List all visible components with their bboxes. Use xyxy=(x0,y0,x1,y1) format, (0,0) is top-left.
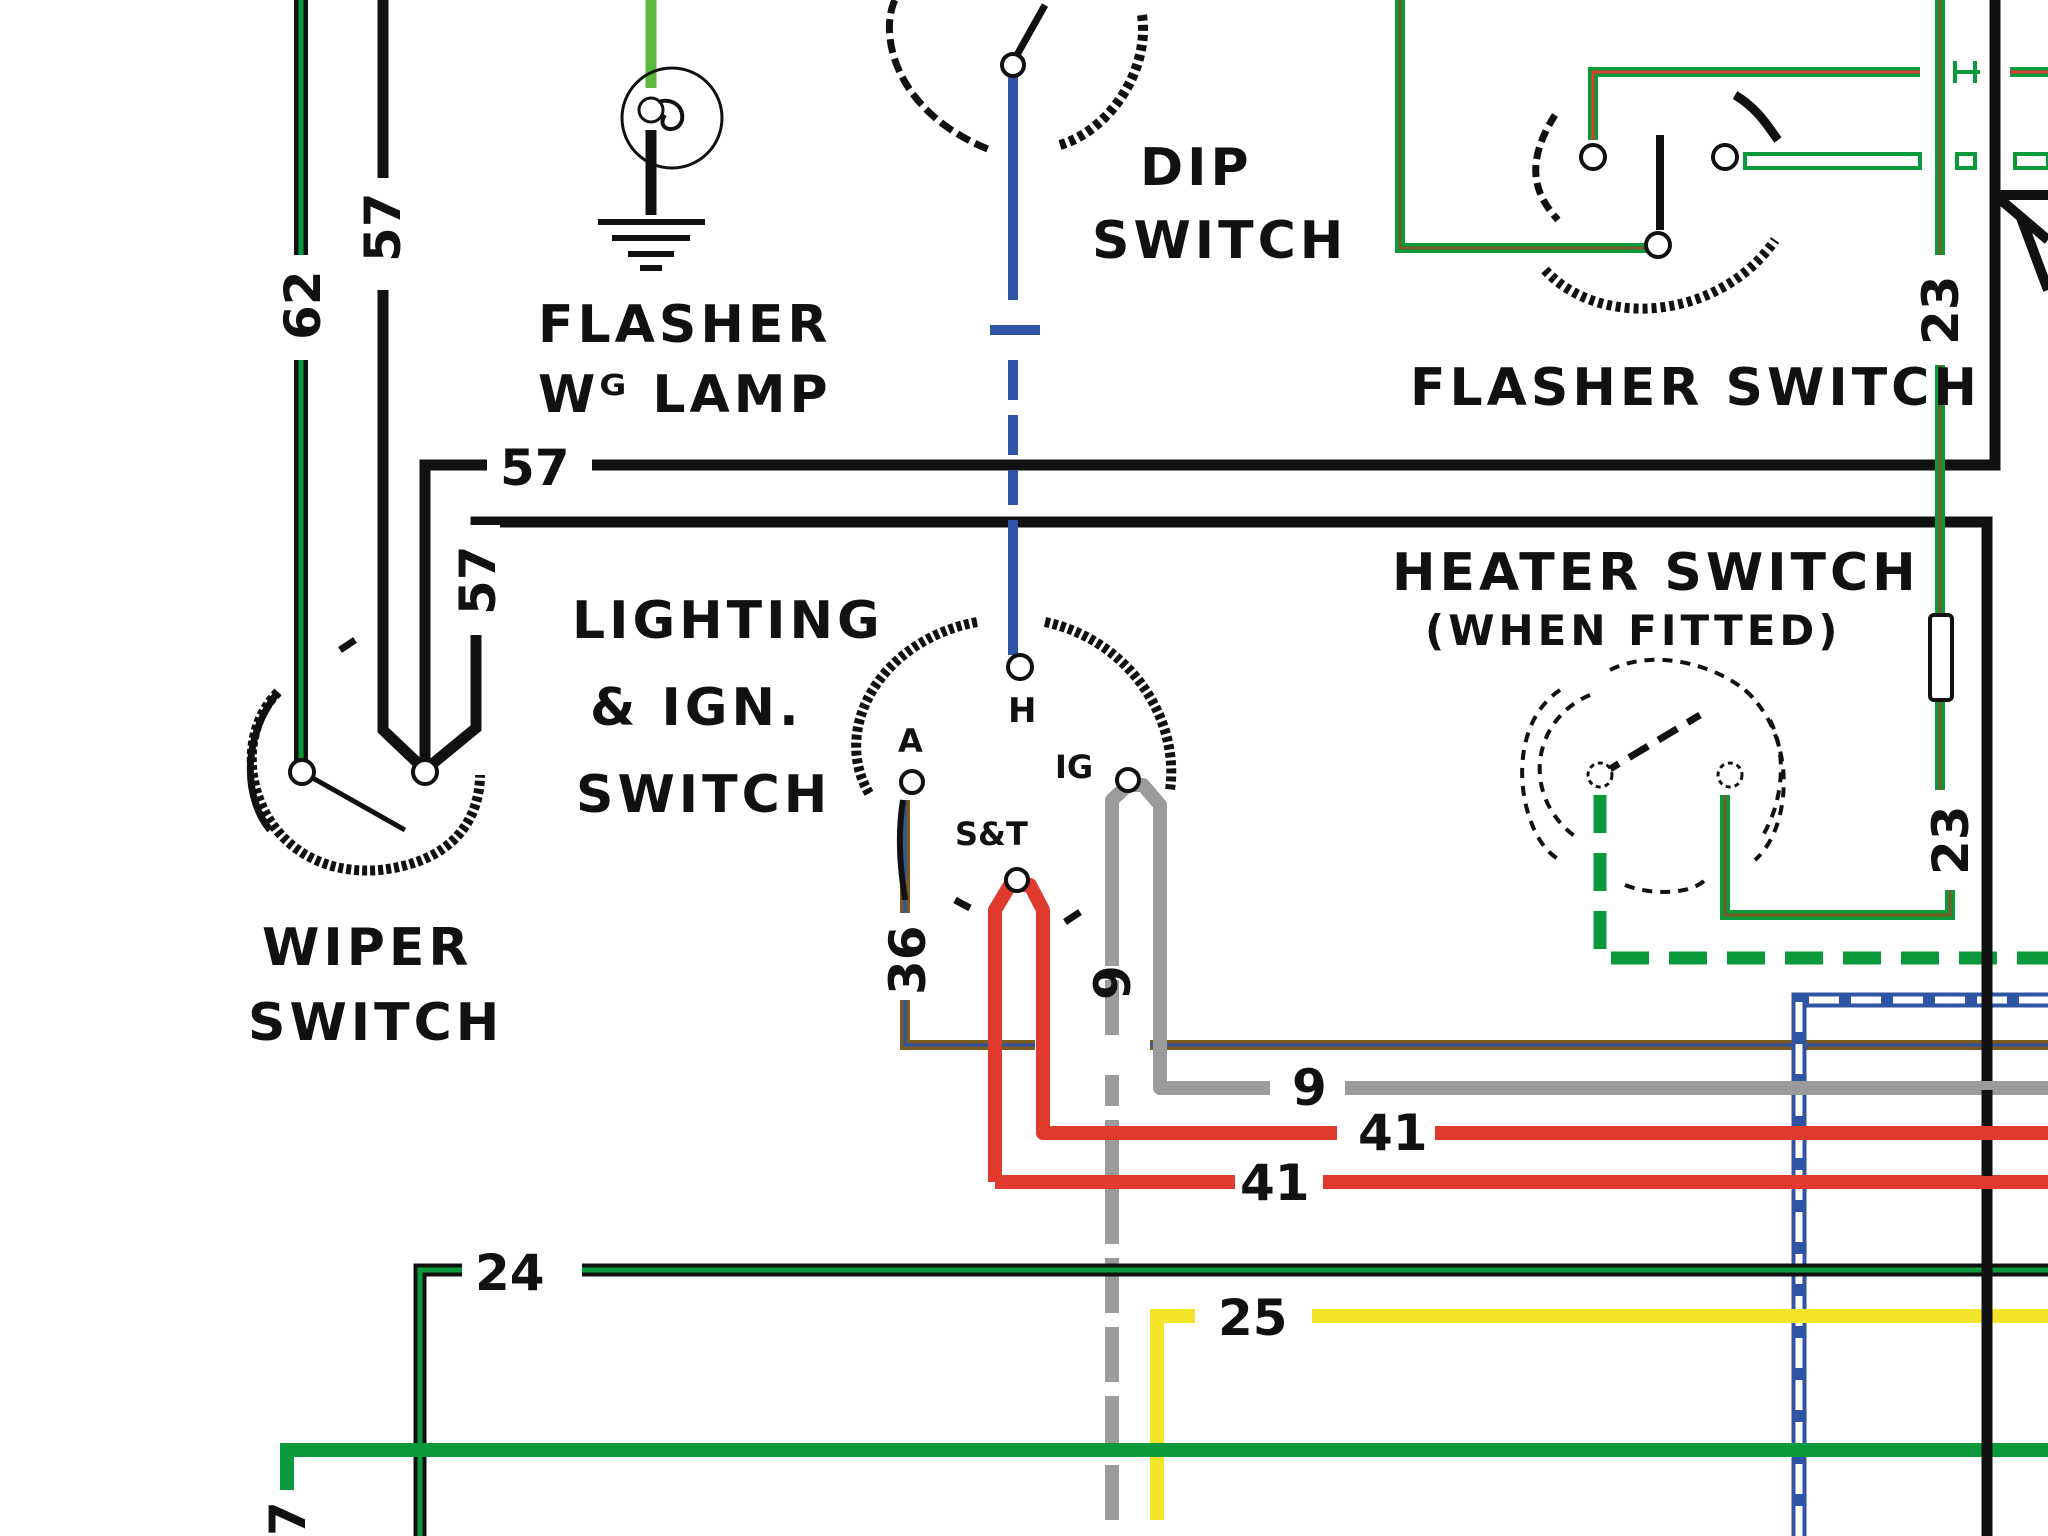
terminal-st-label: S&T xyxy=(955,815,1028,853)
heater-switch-label-line1: HEATER SWITCH xyxy=(1392,543,1920,603)
wire-7 xyxy=(280,1443,2048,1490)
wire-9 xyxy=(1105,778,2048,1520)
wire-number-9-horizontal: 9 xyxy=(1292,1059,1327,1117)
wire-number-41-upper: 41 xyxy=(1358,1104,1428,1162)
wire-number-9-vertical: 9 xyxy=(1084,965,1142,1000)
flasher-warning-lamp-icon xyxy=(598,66,724,271)
fuse-icon xyxy=(1928,613,1954,702)
wire-number-41-lower: 41 xyxy=(1240,1154,1310,1212)
heater-switch-icon xyxy=(1520,657,1786,894)
terminal-h-label: H xyxy=(1008,691,1036,731)
flasher-switch-label: FLASHER SWITCH xyxy=(1410,358,1981,418)
wire-41 xyxy=(988,878,2048,1189)
wire-number-24: 24 xyxy=(475,1244,545,1302)
lighting-ign-switch-icon xyxy=(851,617,1177,925)
wire-number-62: 62 xyxy=(274,270,332,340)
dip-switch-icon xyxy=(886,0,1148,154)
wire-blue-hollow xyxy=(1791,992,2048,1536)
wire-number-57-horizontal: 57 xyxy=(500,439,570,497)
wire-57-wiper xyxy=(377,0,1993,1536)
wire-25 xyxy=(1150,1309,2048,1520)
wire-57-horizontal xyxy=(419,0,2001,770)
wire-36 xyxy=(900,800,2048,1050)
terminal-ig-label: IG xyxy=(1055,748,1093,786)
wire-black-cross xyxy=(1991,190,2048,292)
wire-number-25: 25 xyxy=(1218,1289,1288,1347)
wire-number-57-right: 57 xyxy=(449,545,507,615)
terminal-a-label: A xyxy=(898,722,923,760)
heater-switch-label-line2: (WHEN FITTED) xyxy=(1425,606,1841,655)
wire-number-57-vertical: 57 xyxy=(354,192,412,262)
flasher-lamp-label-line1: FLASHER xyxy=(538,295,831,355)
wire-number-23-upper: 23 xyxy=(1912,275,1970,345)
wiper-switch-label-line1: WIPER xyxy=(262,918,472,978)
lighting-switch-label-line2: & IGN. xyxy=(590,678,803,738)
wire-flasher-switch xyxy=(1395,0,2048,253)
wire-heater-dashed xyxy=(1593,795,2048,965)
dip-switch-label-line2: SWITCH xyxy=(1092,211,1347,271)
wire-number-23-lower: 23 xyxy=(1922,805,1980,875)
flasher-lamp-label-line2: Wᴳ LAMP xyxy=(538,365,832,425)
wire-number-36: 36 xyxy=(879,925,937,995)
flasher-switch-icon xyxy=(1532,91,1782,314)
wiper-switch-label-line2: SWITCH xyxy=(248,993,503,1053)
lighting-switch-label-line3: SWITCH xyxy=(576,765,831,825)
wire-number-7: 7 xyxy=(259,1501,317,1536)
wiper-switch-icon xyxy=(246,637,485,876)
dip-switch-label-line1: DIP xyxy=(1140,138,1253,198)
lighting-switch-label-line1: LIGHTING xyxy=(572,591,884,651)
